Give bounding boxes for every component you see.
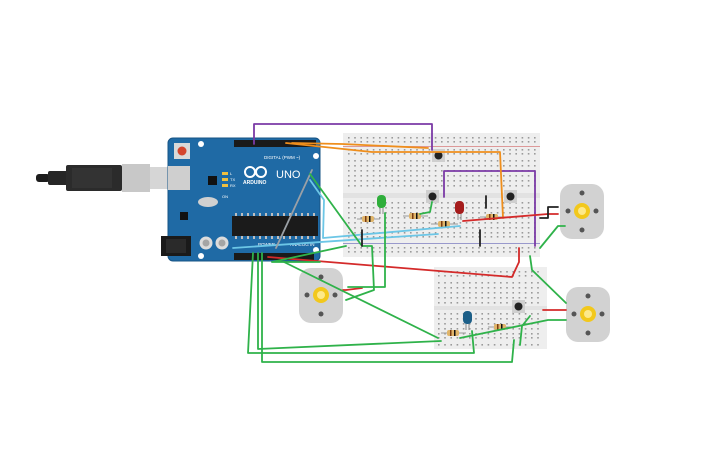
push-button-3[interactable] bbox=[504, 190, 517, 203]
wire-purple-1[interactable] bbox=[253, 123, 433, 151]
dc-motor-1[interactable] bbox=[560, 184, 604, 239]
arduino-model: UNO bbox=[276, 169, 301, 181]
wire-gray-1[interactable] bbox=[275, 169, 313, 249]
wire-green-6[interactable] bbox=[347, 212, 386, 288]
tx-label: TX bbox=[230, 177, 235, 182]
wire-green-10[interactable] bbox=[539, 225, 566, 249]
wire-green-12[interactable] bbox=[271, 245, 347, 263]
arduino-brand: ARDUINO bbox=[243, 180, 266, 186]
wire-green-2[interactable] bbox=[257, 252, 442, 350]
led-blue[interactable] bbox=[463, 311, 472, 330]
small-breadboard[interactable] bbox=[434, 267, 547, 349]
wire-cyan-1[interactable] bbox=[309, 179, 461, 239]
wire-black-1[interactable] bbox=[539, 206, 559, 219]
on-label: ON bbox=[222, 194, 228, 199]
resistor-2[interactable] bbox=[403, 213, 428, 219]
arduino-uno-board[interactable]: L TX RX ARDUINO UNO DIGITAL (PWM ~) POWE… bbox=[161, 137, 321, 262]
arduino-infinity-icon bbox=[244, 166, 267, 178]
analog-label: ANALOG IN bbox=[290, 242, 315, 247]
wire-red-1[interactable] bbox=[267, 247, 520, 278]
wire-green-5[interactable] bbox=[309, 173, 375, 301]
wire-green-4[interactable] bbox=[283, 261, 439, 339]
power-label: POWER bbox=[258, 242, 276, 247]
power-jack-icon[interactable] bbox=[161, 236, 191, 256]
dc-motor-3[interactable] bbox=[299, 268, 343, 323]
l-label: L bbox=[230, 171, 233, 176]
wire-green-3[interactable] bbox=[261, 252, 515, 363]
wire-red-3[interactable] bbox=[342, 287, 363, 291]
resistor-3[interactable] bbox=[431, 221, 458, 227]
resistor-5[interactable] bbox=[441, 330, 466, 336]
wire-green-8[interactable] bbox=[459, 319, 567, 339]
wire-green-7[interactable] bbox=[419, 201, 433, 215]
usb-cable-icon[interactable] bbox=[36, 164, 188, 192]
wire-green-9[interactable] bbox=[519, 315, 531, 346]
reset-button-icon[interactable] bbox=[174, 143, 190, 159]
rx-label: RX bbox=[230, 183, 236, 188]
dc-motor-2[interactable] bbox=[566, 287, 610, 342]
push-button-2[interactable] bbox=[426, 190, 439, 203]
wire-orange-2[interactable] bbox=[291, 142, 429, 149]
main-breadboard-holes bbox=[348, 137, 536, 253]
wire-green-11[interactable] bbox=[529, 255, 567, 304]
resistor-1[interactable] bbox=[357, 216, 380, 222]
wires[interactable] bbox=[232, 123, 567, 363]
push-button-4[interactable] bbox=[512, 300, 525, 313]
wire-purple-2[interactable] bbox=[443, 170, 536, 247]
led-red[interactable] bbox=[455, 201, 464, 220]
wire-orange-1[interactable] bbox=[285, 142, 504, 219]
led-green[interactable] bbox=[377, 195, 386, 214]
push-button-1[interactable] bbox=[432, 149, 445, 162]
wire-cyan-2[interactable] bbox=[232, 233, 439, 249]
digital-label: DIGITAL (PWM ~) bbox=[264, 155, 301, 160]
wire-green-1[interactable] bbox=[247, 252, 475, 354]
